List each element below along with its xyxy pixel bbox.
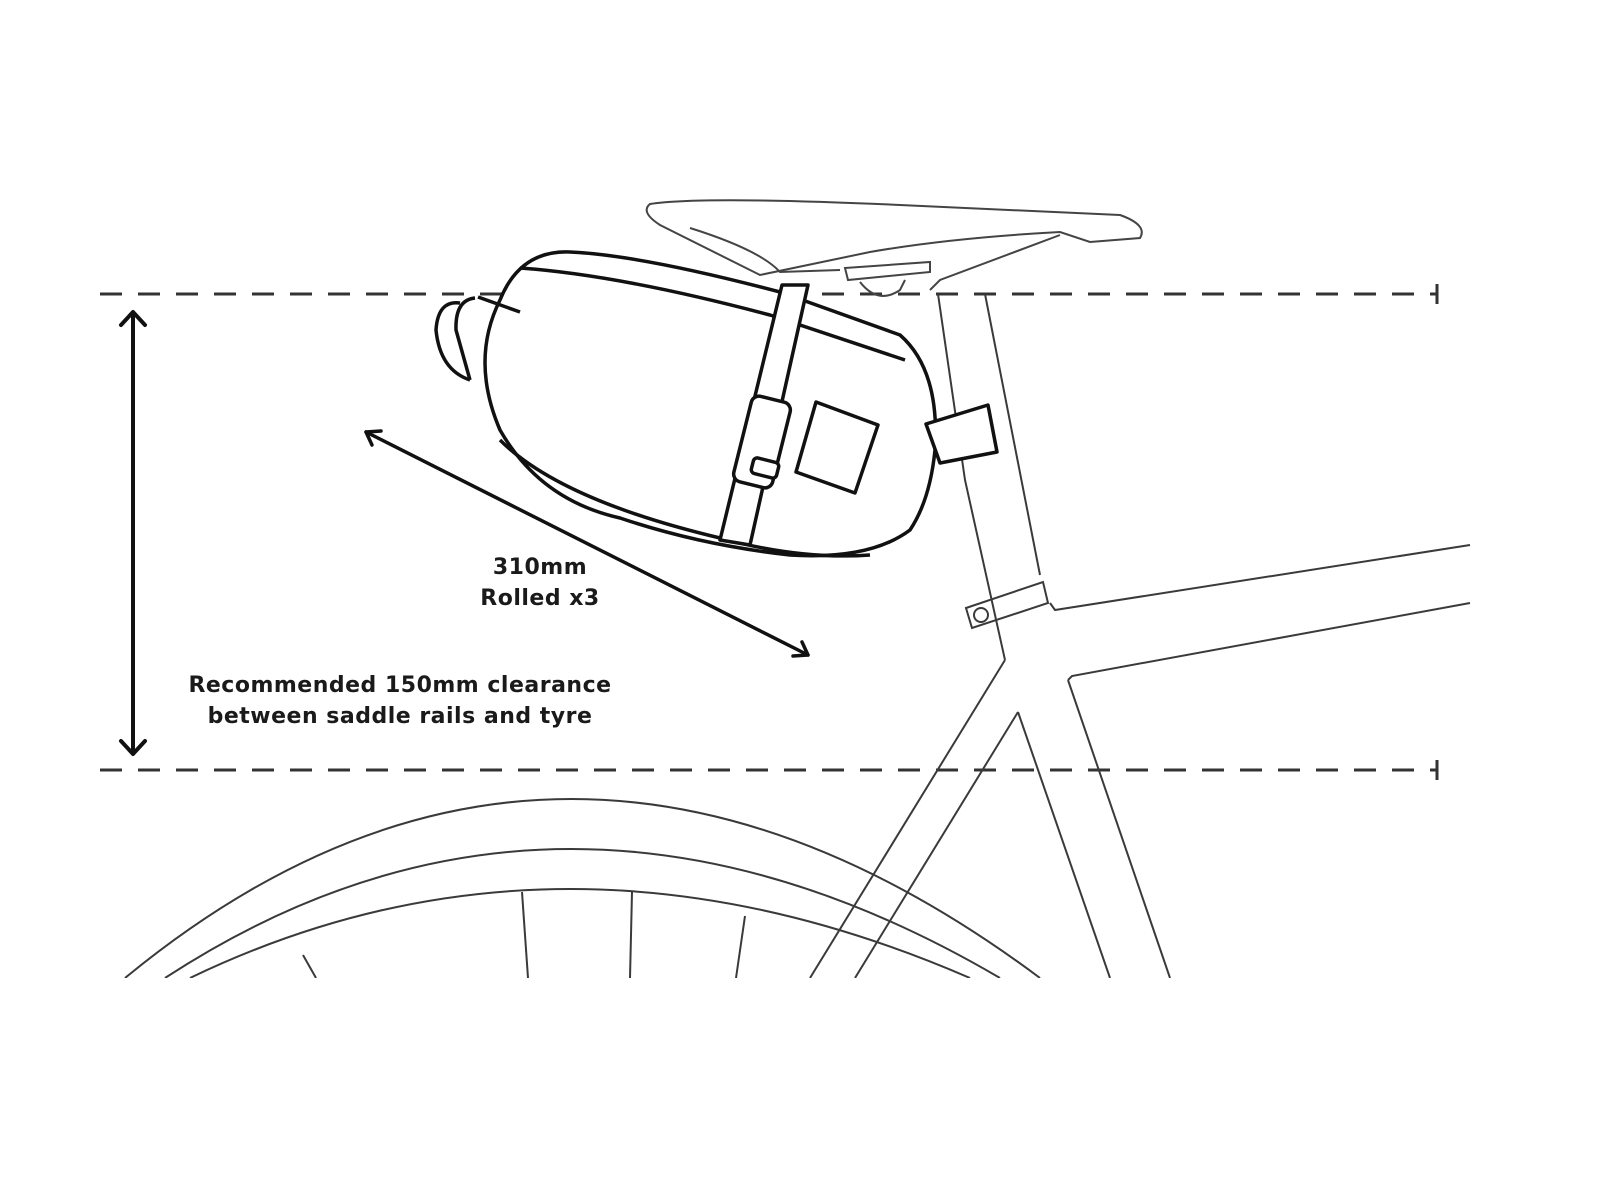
seat-tube-lower-right [1067,679,1171,978]
seat-tube-right [984,293,1041,576]
seat-tube-lower-left [1017,711,1111,978]
bag-dimension-label: 310mm Rolled x3 [440,552,640,614]
bag-roll-closure [434,301,471,382]
tyre-outer [124,798,1041,978]
bag-length-text: 310mm [492,555,588,580]
saddle-bag [434,250,999,558]
clearance-text-line2: between saddle rails and tyre [207,704,593,729]
bike-frame [124,293,1471,978]
top-tube-lower [1067,602,1471,681]
bag-rolled-text: Rolled x3 [480,586,600,611]
seat-clamp-bolt [973,607,989,623]
vertical-clearance-arrow-icon [119,310,147,756]
saddle-bag-body [483,250,938,558]
saddle [645,199,1143,297]
top-tube-upper [1049,544,1471,612]
bag-label-patch [794,400,880,495]
seatstay-outer [809,659,1006,978]
diagonal-length-arrow-icon [364,429,810,658]
clearance-text-line1: Recommended 150mm clearance [188,673,612,698]
saddle-shell [645,199,1143,277]
tyre-inner [164,848,1001,978]
seatpost-strap [924,403,999,465]
seatstay-inner [854,711,1019,978]
rim [189,888,971,978]
clearance-label: Recommended 150mm clearance between sadd… [150,670,650,732]
seat-clamp [964,580,1050,630]
saddle-rail-clamp [843,260,931,282]
